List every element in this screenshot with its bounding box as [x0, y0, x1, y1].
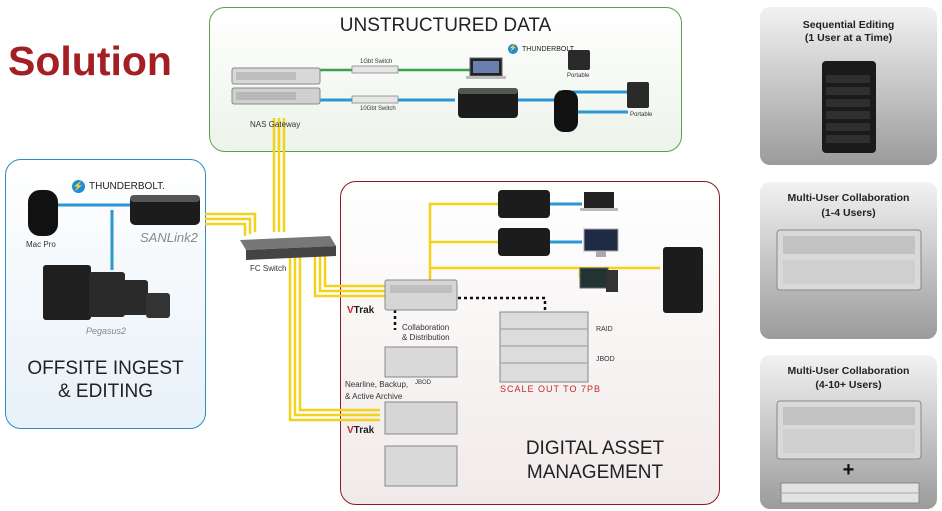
mac-pro-label: Mac Pro — [26, 240, 56, 249]
card-multi-user-1-4: Multi-User Collaboration (1-4 Users) — [760, 182, 937, 339]
nearline-label-line1: Nearline, Backup, — [345, 380, 409, 389]
jbod-unit-2 — [384, 445, 458, 487]
thunderbolt-icon: ⚡ — [72, 180, 85, 193]
thunderbolt-logo-top: ⚡ THUNDERBOLT — [508, 44, 574, 54]
vtrak-logo-2: VTrak — [347, 425, 375, 436]
vtrak-head-unit — [384, 279, 458, 311]
raid-label: RAID — [596, 326, 613, 333]
thunderbolt-label-top: THUNDERBOLT — [522, 45, 574, 53]
jbod-expansion-icon — [780, 482, 920, 504]
jbod-unit-1 — [384, 346, 458, 378]
card-title-line2: (4-10+ Users) — [815, 379, 882, 391]
portable-label-1: Portable — [567, 73, 590, 79]
sanlink-device-left — [130, 195, 200, 225]
jbod-label-1: JBOD — [415, 380, 432, 386]
dam-title-line1: DIGITAL ASSET — [525, 438, 665, 459]
jbod-label-2: JBOD — [596, 356, 615, 363]
collab-label-line2: & Distribution — [402, 333, 450, 342]
vtrak-rack-icon — [776, 229, 922, 291]
vtrak-rack-icon — [776, 400, 922, 460]
card-title-line2: (1-4 Users) — [821, 207, 876, 219]
card-title-line1: Sequential Editing — [802, 19, 895, 31]
page-title: Solution — [8, 38, 172, 84]
mac-pro-icon-top — [554, 90, 578, 132]
nearline-label-line2: & Active Archive — [345, 392, 403, 401]
unstructured-data-title: UNSTRUCTURED DATA — [339, 15, 552, 36]
offsite-title-line1: OFFSITE INGEST — [27, 358, 184, 379]
card-title-line1: Multi-User Collaboration — [787, 192, 910, 204]
thunderbolt-logo-left: ⚡ THUNDERBOLT. — [72, 180, 165, 193]
dam-title-line2: MANAGEMENT — [526, 462, 664, 483]
vtrak-label-2: Trak — [353, 425, 375, 436]
switch-1gb-box — [351, 65, 399, 74]
pegasus-raid-family — [43, 265, 170, 320]
vtrak-logo-1: VTrak — [347, 305, 375, 316]
portable-label-2: Portable — [630, 112, 653, 118]
portable-raid-icon-2 — [627, 82, 649, 108]
nas-gateway-label: NAS Gateway — [250, 120, 301, 129]
sanlink-logo: SANLink2 — [140, 230, 198, 245]
offsite-title-line2: & EDITING — [57, 381, 153, 402]
switch-1gb-label: 1Gbt Switch — [360, 59, 393, 65]
card-multi-user-4-10: Multi-User Collaboration (4-10+ Users) + — [760, 355, 937, 509]
vtrak-unit-2 — [384, 401, 458, 435]
thunderbolt-icon: ⚡ — [508, 44, 518, 54]
plus-sign: + — [842, 459, 855, 481]
card-title-line2: (1 User at a Time) — [804, 32, 893, 44]
scale-out-label: SCALE OUT TO 7PB — [500, 384, 602, 394]
thunderbolt-label-left: THUNDERBOLT. — [89, 181, 165, 192]
portable-raid-icon-1 — [568, 50, 590, 70]
sanlink-device-dam-2 — [498, 228, 550, 256]
pegasus-tower-icon — [822, 61, 876, 153]
mac-pro-icon — [28, 190, 58, 236]
workstation-icon — [579, 267, 618, 292]
laptop-icon — [466, 57, 506, 79]
pegasus-tower-dam — [663, 247, 703, 313]
vtrak-label-1: Trak — [353, 305, 375, 316]
fc-switch-device — [240, 236, 336, 260]
raid-scale-out-stack — [499, 311, 589, 383]
card-title-line1: Multi-User Collaboration — [787, 365, 910, 377]
dotted-link-raid — [458, 296, 547, 312]
fc-switch-label: FC Switch — [250, 264, 287, 273]
collab-label-line1: Collaboration — [402, 323, 450, 332]
imac-icon — [583, 228, 619, 257]
card-sequential-editing: Sequential Editing (1 User at a Time) — [760, 7, 937, 165]
laptop-icon-dam — [580, 192, 618, 211]
sanlink-device-top — [458, 88, 518, 118]
nas-gateway-device — [231, 67, 321, 105]
switch-10gb-box — [351, 95, 399, 104]
switch-10gb-label: 10Gbt Switch — [360, 106, 396, 112]
sanlink-device-dam-1 — [498, 190, 550, 218]
pegasus-logo: Pegasus2 — [86, 326, 127, 336]
